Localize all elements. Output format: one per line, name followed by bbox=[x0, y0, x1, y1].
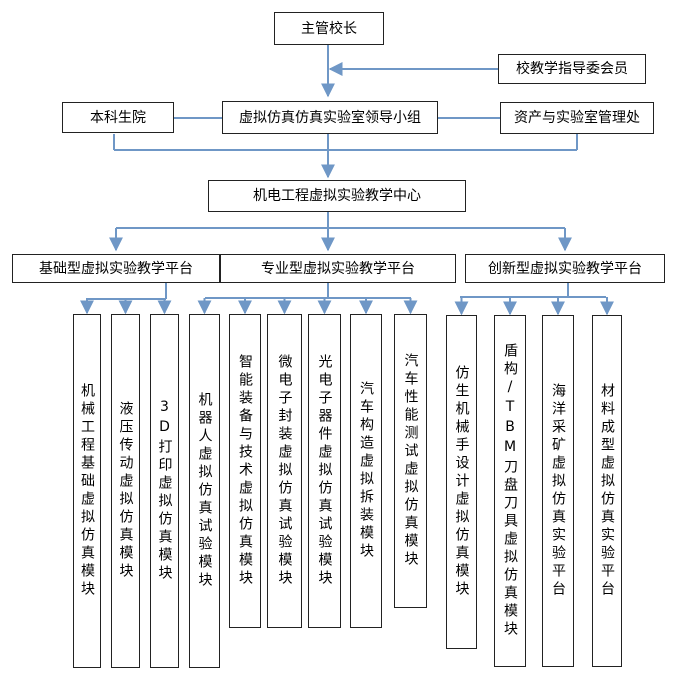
module-drop-lines bbox=[80, 297, 614, 316]
module-label: 材料成型虚拟仿真实验平台 bbox=[599, 383, 615, 599]
module-box: 光电子器件虚拟仿真试验模块 bbox=[308, 314, 341, 628]
module-label: 机械工程基础虚拟仿真模块 bbox=[79, 383, 95, 599]
module-box: 盾构/TBM刀盘刀具虚拟仿真模块 bbox=[494, 315, 526, 667]
module-box: 海洋采矿虚拟仿真实验平台 bbox=[542, 315, 574, 667]
module-label: 盾构/TBM刀盘刀具虚拟仿真模块 bbox=[502, 343, 518, 639]
module-box: 智能装备与技术虚拟仿真模块 bbox=[229, 314, 261, 628]
module-label: 汽车构造虚拟拆装模块 bbox=[358, 381, 374, 561]
module-label: 微电子封装虚拟仿真试验模块 bbox=[276, 354, 293, 588]
leadership-group-box: 虚拟仿真仿真实验室领导小组 bbox=[222, 101, 438, 134]
module-label: 光电子器件虚拟仿真试验模块 bbox=[316, 354, 333, 588]
asset-lab-office-box: 资产与实验室管理处 bbox=[500, 102, 654, 134]
module-box: 仿生机械手设计虚拟仿真模块 bbox=[446, 315, 477, 649]
center-box: 机电工程虚拟实验教学中心 bbox=[208, 180, 466, 212]
platform-professional-box: 专业型虚拟实验教学平台 bbox=[220, 254, 456, 283]
module-label: 海洋采矿虚拟仿真实验平台 bbox=[550, 383, 566, 599]
module-box: 机械工程基础虚拟仿真模块 bbox=[73, 314, 101, 668]
module-label: 3D打印虚拟仿真模块 bbox=[156, 399, 173, 583]
module-label: 仿生机械手设计虚拟仿真模块 bbox=[453, 365, 470, 599]
module-box: 微电子封装虚拟仿真试验模块 bbox=[267, 314, 302, 628]
module-label: 液压传动虚拟仿真模块 bbox=[117, 401, 134, 581]
module-label: 汽车性能测试虚拟仿真模块 bbox=[402, 353, 419, 569]
platform-innovative-box: 创新型虚拟实验教学平台 bbox=[465, 254, 665, 283]
supervisor-box: 主管校长 bbox=[274, 12, 384, 45]
module-box: 汽车构造虚拟拆装模块 bbox=[350, 314, 382, 628]
module-box: 3D打印虚拟仿真模块 bbox=[150, 314, 179, 668]
module-box: 液压传动虚拟仿真模块 bbox=[111, 314, 140, 668]
platform-basic-box: 基础型虚拟实验教学平台 bbox=[12, 254, 220, 283]
module-box: 机器人虚拟仿真试验模块 bbox=[189, 314, 220, 668]
committee-box: 校教学指导委会员 bbox=[498, 54, 646, 84]
module-label: 机器人虚拟仿真试验模块 bbox=[196, 392, 213, 590]
module-box: 汽车性能测试虚拟仿真模块 bbox=[394, 314, 427, 608]
undergrad-college-box: 本科生院 bbox=[62, 102, 174, 133]
module-box: 材料成型虚拟仿真实验平台 bbox=[592, 315, 622, 667]
module-label: 智能装备与技术虚拟仿真模块 bbox=[237, 354, 253, 588]
